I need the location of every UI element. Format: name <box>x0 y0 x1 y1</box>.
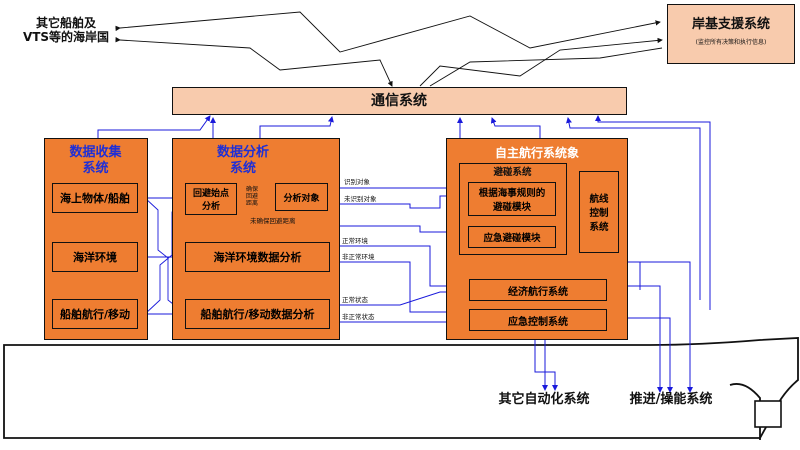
avoid-start-analysis: 回避始点 分析 <box>185 183 237 215</box>
label-abnormal-env: 非正常环境 <box>342 253 375 261</box>
ship-nav-analysis: 船舶航行/移动数据分析 <box>185 299 330 329</box>
ship-hull <box>3 337 799 439</box>
comm-link-right-1 <box>566 117 701 300</box>
communication-system-box: 通信系统 <box>172 87 627 115</box>
emergency-control-system: 应急控制系统 <box>469 309 607 331</box>
wireless-link-comm-shore <box>419 37 663 87</box>
label-confirm-distance: 确保 回避 距离 <box>246 186 259 208</box>
label-normal-env: 正常环境 <box>342 237 368 245</box>
route-control-system: 航线 控制 系统 <box>579 171 619 253</box>
collision-avoidance-system: 避碰系统 根据海事规则的 避碰模块 应急避碰模块 <box>459 163 567 255</box>
economic-navigation-system: 经济航行系统 <box>469 279 607 301</box>
wireless-link-ships-shore <box>115 11 661 53</box>
arrow-emer-other-auto <box>534 340 558 391</box>
bow-window <box>754 400 782 428</box>
rule-avoidance-module: 根据海事规则的 避碰模块 <box>468 182 556 216</box>
comm-link-right-2 <box>595 115 711 310</box>
label-unconfirmed-distance: 未确保回避距离 <box>250 217 296 225</box>
arrow-unidentified <box>328 193 471 209</box>
analyze-object: 分析对象 <box>275 183 328 211</box>
label-unidentified: 未识别对象 <box>344 195 377 203</box>
shore-support-box: 岸基支援系统 (监控所有决策和执行信息) <box>667 4 795 64</box>
data-analysis-title: 数据分析 系统 <box>216 145 269 176</box>
arrow-abnormal-env <box>330 261 469 315</box>
propulsion-label: 推进/操能系统 <box>629 392 713 407</box>
comm-link-auto-2 <box>490 117 541 138</box>
other-ships-label: 其它船舶及 VTS等的海岸国 <box>22 16 110 45</box>
shore-support-subtitle: (监控所有决策和执行信息) <box>695 39 767 46</box>
data-analysis-system: 数据分析 系统 回避始点 分析 分析对象 海洋环境数据分析 船舶航行/移动数据分… <box>172 138 340 340</box>
wireless-link-shore-comm2 <box>429 47 663 87</box>
collision-avoidance-title: 避碰系统 <box>493 167 532 178</box>
shore-support-title: 岸基支援系统 <box>691 17 770 32</box>
ship-bow <box>729 383 761 440</box>
emergency-avoidance-module: 应急避碰模块 <box>468 226 556 248</box>
ocean-env-analysis: 海洋环境数据分析 <box>185 242 330 272</box>
collection-item-navigation: 船舶航行/移动 <box>52 299 138 329</box>
autonomous-navigation-system: 自主航行系统象 避碰系统 根据海事规则的 避碰模块 应急避碰模块 航线 控制 系… <box>446 138 628 340</box>
collection-item-ocean: 海洋环境 <box>52 242 138 272</box>
comm-link-collection <box>95 115 211 145</box>
other-automation-label: 其它自动化系统 <box>498 392 590 407</box>
collection-item-objects: 海上物体/船舶 <box>52 183 138 213</box>
arrow-route-out <box>620 261 693 393</box>
data-collection-title: 数据收集 系统 <box>69 145 122 176</box>
communication-system-label: 通信系统 <box>371 93 427 109</box>
label-normal-state: 正常状态 <box>342 296 368 304</box>
comm-link-analysis-2 <box>259 116 334 138</box>
label-identified: 识别对象 <box>344 178 370 186</box>
data-collection-system: 数据收集 系统 海上物体/船舶 海洋环境 船舶航行/移动 <box>44 138 148 340</box>
arrow-cross-1 <box>144 197 184 313</box>
label-abnormal-state: 非正常状态 <box>342 313 375 321</box>
autonomous-title: 自主航行系统象 <box>494 146 579 160</box>
wireless-link-ships-comm <box>115 37 393 87</box>
